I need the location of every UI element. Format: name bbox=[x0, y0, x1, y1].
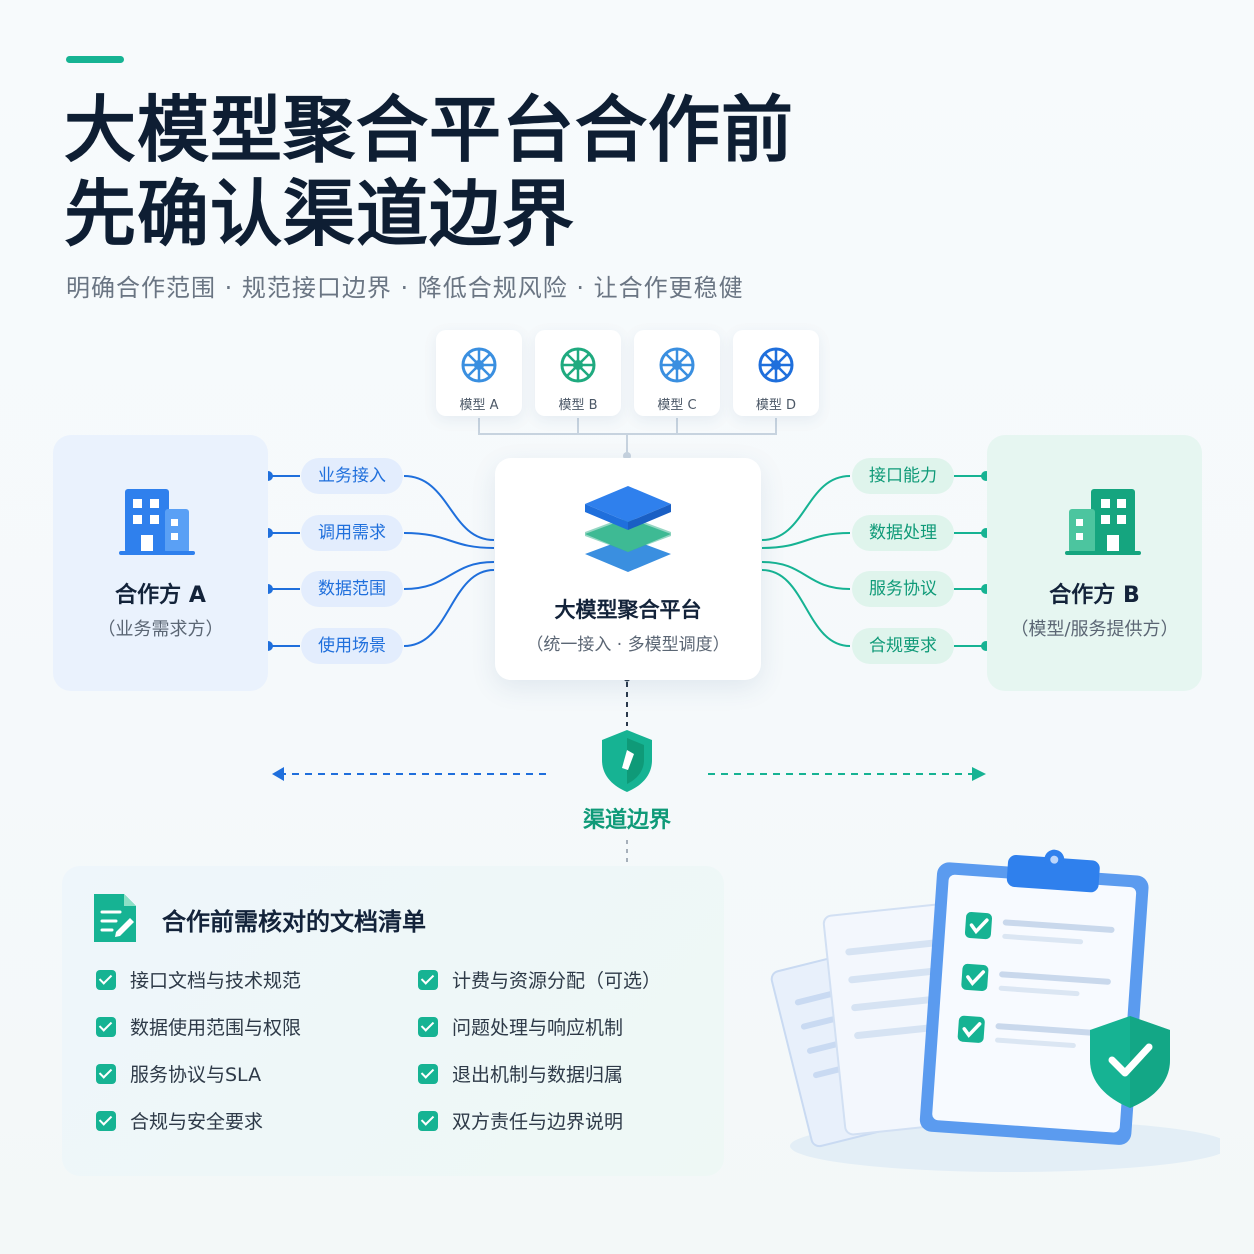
checklist-item-label: 合规与安全要求 bbox=[130, 1111, 264, 1133]
right-pill: 合规要求 bbox=[852, 628, 954, 664]
checklist-item-label: 双方责任与边界说明 bbox=[452, 1111, 624, 1133]
checklist-item-label: 计费与资源分配（可选） bbox=[452, 970, 662, 992]
party-a-name: 合作方 A bbox=[115, 583, 206, 608]
left-pill: 调用需求 bbox=[301, 515, 403, 551]
shield-icon bbox=[602, 730, 652, 792]
hub-desc: （统一接入 · 多模型调度） bbox=[526, 635, 730, 655]
left-pill: 业务接入 bbox=[301, 458, 403, 494]
checklist-item: 合规与安全要求 bbox=[96, 1107, 263, 1137]
checklist-item: 计费与资源分配（可选） bbox=[418, 966, 661, 996]
party-b-role: （模型/服务提供方） bbox=[1010, 619, 1179, 640]
boundary-label: 渠道边界 bbox=[582, 808, 671, 833]
checklist-item-label: 接口文档与技术规范 bbox=[130, 970, 302, 992]
checklist-item: 退出机制与数据归属 bbox=[418, 1060, 623, 1090]
check-icon bbox=[96, 1110, 116, 1131]
checklist-item: 数据使用范围与权限 bbox=[96, 1013, 301, 1043]
model-chip-a: 模型 A bbox=[436, 330, 522, 416]
title-line-1: 大模型聚合平台合作前 bbox=[64, 88, 795, 172]
check-icon bbox=[418, 969, 438, 990]
checklist-item: 服务协议与SLA bbox=[96, 1060, 261, 1090]
checklist-item: 问题处理与响应机制 bbox=[418, 1013, 623, 1043]
check-icon bbox=[96, 1016, 116, 1037]
right-pill: 数据处理 bbox=[852, 515, 954, 551]
model-label: 模型 C bbox=[657, 398, 697, 413]
party-b-card: 合作方 B （模型/服务提供方） bbox=[987, 435, 1202, 691]
model-network-icon bbox=[461, 347, 497, 383]
title-line-2: 先确认渠道边界 bbox=[64, 172, 576, 256]
hub-name: 大模型聚合平台 bbox=[554, 598, 702, 622]
left-pill: 使用场景 bbox=[301, 628, 403, 664]
check-icon bbox=[418, 1063, 438, 1084]
model-label: 模型 B bbox=[558, 398, 598, 413]
model-network-icon bbox=[758, 347, 794, 383]
left-connectors bbox=[268, 475, 495, 647]
party-a-card: 合作方 A （业务需求方） bbox=[53, 435, 268, 691]
left-pill: 数据范围 bbox=[301, 571, 403, 607]
layers-icon bbox=[585, 486, 671, 572]
model-chip-d: 模型 D bbox=[733, 330, 819, 416]
model-label: 模型 A bbox=[459, 398, 499, 413]
checklist-item: 接口文档与技术规范 bbox=[96, 966, 301, 996]
building-icon bbox=[119, 489, 195, 555]
checklist-item: 双方责任与边界说明 bbox=[418, 1107, 623, 1137]
checklist-item-label: 退出机制与数据归属 bbox=[452, 1064, 624, 1086]
checklist-title: 合作前需核对的文档清单 bbox=[162, 908, 426, 936]
checklist-item-label: 服务协议与SLA bbox=[130, 1064, 262, 1086]
accent-bar bbox=[66, 56, 124, 63]
check-icon bbox=[418, 1110, 438, 1131]
building-icon bbox=[1065, 489, 1141, 555]
party-b-name: 合作方 B bbox=[1049, 583, 1140, 608]
right-pill: 接口能力 bbox=[852, 458, 954, 494]
checklist-item-label: 数据使用范围与权限 bbox=[130, 1017, 302, 1039]
model-network-icon bbox=[659, 347, 695, 383]
check-icon bbox=[96, 969, 116, 990]
platform-hub: 大模型聚合平台 （统一接入 · 多模型调度） bbox=[495, 458, 761, 680]
page-subtitle: 明确合作范围 · 规范接口边界 · 降低合规风险 · 让合作更稳健 bbox=[66, 274, 744, 302]
right-connectors bbox=[761, 475, 986, 647]
right-pill: 服务协议 bbox=[852, 571, 954, 607]
checklist-panel bbox=[62, 866, 724, 1176]
models-bracket bbox=[478, 418, 777, 435]
page-title: 大模型聚合平台合作前 先确认渠道边界 bbox=[64, 88, 794, 256]
models-bracket-ticks bbox=[577, 418, 678, 434]
model-network-icon bbox=[560, 347, 596, 383]
party-a-role: （业务需求方） bbox=[97, 619, 224, 640]
check-icon bbox=[96, 1063, 116, 1084]
model-chip-b: 模型 B bbox=[535, 330, 621, 416]
model-chip-c: 模型 C bbox=[634, 330, 720, 416]
clipboard-icon bbox=[770, 849, 1220, 1172]
checklist-item-label: 问题处理与响应机制 bbox=[452, 1017, 624, 1039]
document-icon bbox=[94, 894, 136, 942]
model-label: 模型 D bbox=[755, 398, 797, 413]
check-icon bbox=[418, 1016, 438, 1037]
